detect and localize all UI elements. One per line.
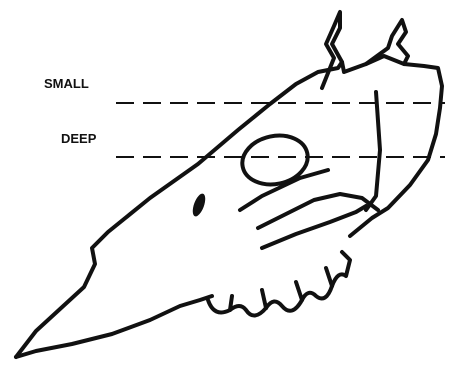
brow-line [240, 170, 328, 210]
tooth-divider-1 [230, 296, 232, 310]
cheek-arch-lower [262, 206, 366, 248]
nostril [190, 192, 208, 218]
tooth-divider-4 [326, 268, 332, 286]
deep-label: DEEP [61, 131, 96, 146]
tooth-divider-2 [262, 290, 266, 308]
eye-socket [238, 130, 313, 191]
tooth-divider-3 [296, 282, 302, 300]
left-horn [322, 12, 342, 88]
jaw-line [16, 296, 212, 357]
occiput-line [366, 92, 380, 210]
small-label: SMALL [44, 76, 89, 91]
